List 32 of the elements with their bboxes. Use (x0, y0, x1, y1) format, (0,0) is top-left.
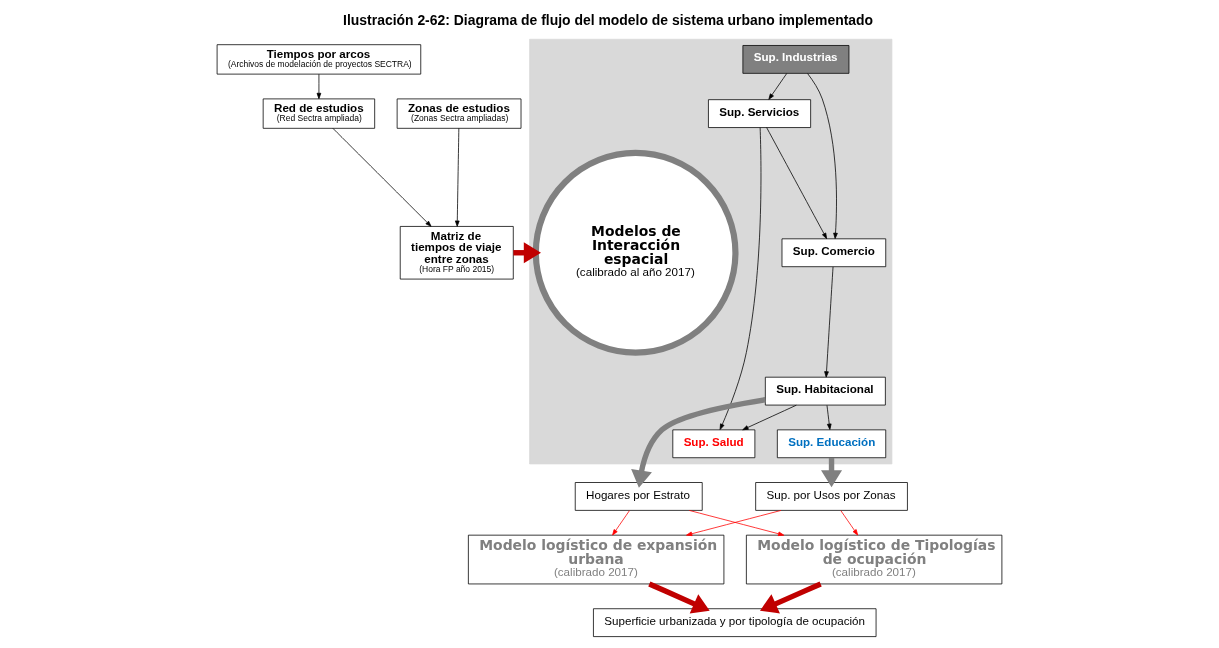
arrow (742, 404, 797, 431)
node-box: Matriz de tiempos de viaje entre zonas (Hora FP año 2015) (399, 226, 514, 280)
diagram-title: Ilustración 2-62: Diagrama de flujo del modelo de sistema urbano implementado (343, 11, 874, 28)
node-box: Sup. Salud (672, 429, 756, 459)
node-box: Sup. Servicios (708, 99, 812, 128)
arrow (768, 73, 788, 100)
arrow (612, 510, 630, 536)
arrow (332, 127, 432, 227)
arrow (631, 397, 766, 488)
node-box: Sup. Comercio (781, 238, 887, 268)
node-circle: Modelos de Interacción espacial (calibrado al año 2017) (532, 149, 739, 356)
node-box: Zonas de estudios (Zonas Sectra ampliadas) (396, 98, 522, 129)
node-box: Modelo logístico de expansión urbana (calibrado 2017) (468, 534, 725, 585)
node-box: Sup. por Usos por Zonas (755, 482, 908, 511)
arrow (826, 404, 832, 430)
arrow (766, 127, 828, 239)
node-box: Red de estudios (Red Sectra ampliada) (262, 98, 376, 129)
arrow (840, 510, 859, 536)
node-box: Tiempos por arcos (Archivos de modelación de proyectos SECTRA) (216, 44, 422, 75)
node-box: Modelo logístico de Tipologías de ocupación (calibrado 2017) (746, 534, 1003, 585)
node-box: Sup. Industrias (742, 45, 850, 74)
arrow (807, 73, 838, 239)
node-box: Sup. Educación (776, 429, 887, 459)
arrow (759, 581, 822, 614)
arrow (648, 581, 710, 614)
arrow (455, 127, 460, 227)
node-box: Superficie urbanizada y por tipología de ocupación (593, 608, 877, 637)
arrow (824, 266, 834, 378)
node-box: Sup. Habitacional (764, 376, 886, 406)
node-box: Hogares por Estrato (574, 482, 703, 511)
arrow (316, 73, 322, 100)
arrow (719, 127, 762, 430)
